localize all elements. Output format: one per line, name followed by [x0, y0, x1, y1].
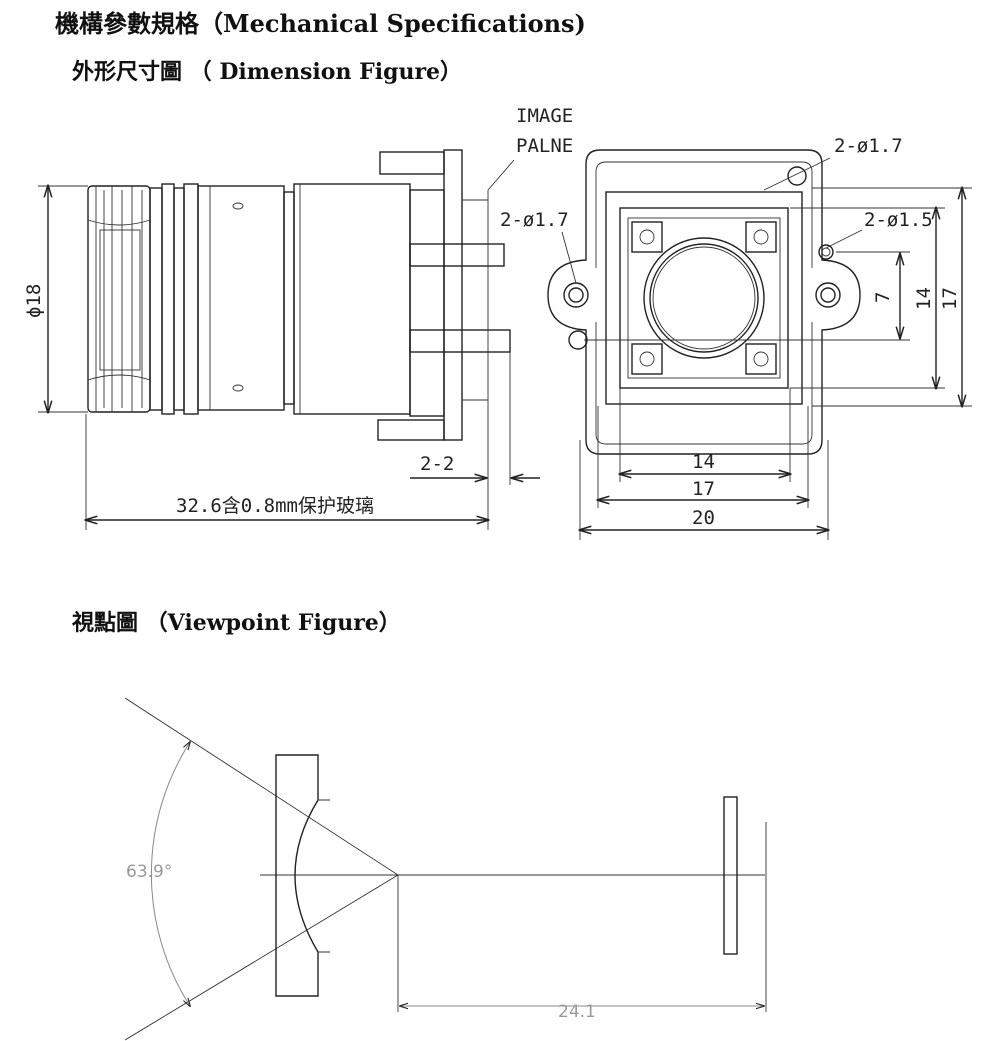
image-plane-label-2: PALNE: [516, 135, 573, 157]
height-17-label: 17: [939, 287, 961, 310]
hole-label-left: 2-ø1.7: [500, 209, 569, 231]
hole-label-small: 2-ø1.5: [864, 209, 933, 231]
page-title: 機構參數規格（Mechanical Specifications): [55, 9, 586, 38]
length-dimension-label: 32.6含0.8mm保护玻璃: [176, 495, 374, 517]
viewpoint-drawing: [124, 697, 767, 1041]
hole-label-top: 2-ø1.7: [834, 135, 903, 157]
dimension-figure-title: 外形尺寸圖 （ Dimension Figure）: [72, 59, 463, 85]
width-17-label: 17: [692, 478, 715, 500]
diameter-label: ϕ18: [23, 284, 45, 318]
width-14-label: 14: [692, 451, 715, 473]
width-20-label: 20: [692, 507, 715, 529]
gap-dimension-label: 2-2: [420, 453, 454, 475]
viewpoint-figure-title: 視點圖 （Viewpoint Figure）: [72, 610, 401, 636]
front-view-drawing: [547, 149, 972, 540]
height-14-label: 14: [913, 287, 935, 310]
field-of-view-angle-label: 63.9°: [126, 862, 172, 882]
image-plane-label-1: IMAGE: [516, 105, 573, 127]
side-view-drawing: [38, 149, 540, 530]
height-7-label: 7: [872, 292, 894, 303]
focal-distance-label: 24.1: [558, 1002, 596, 1022]
